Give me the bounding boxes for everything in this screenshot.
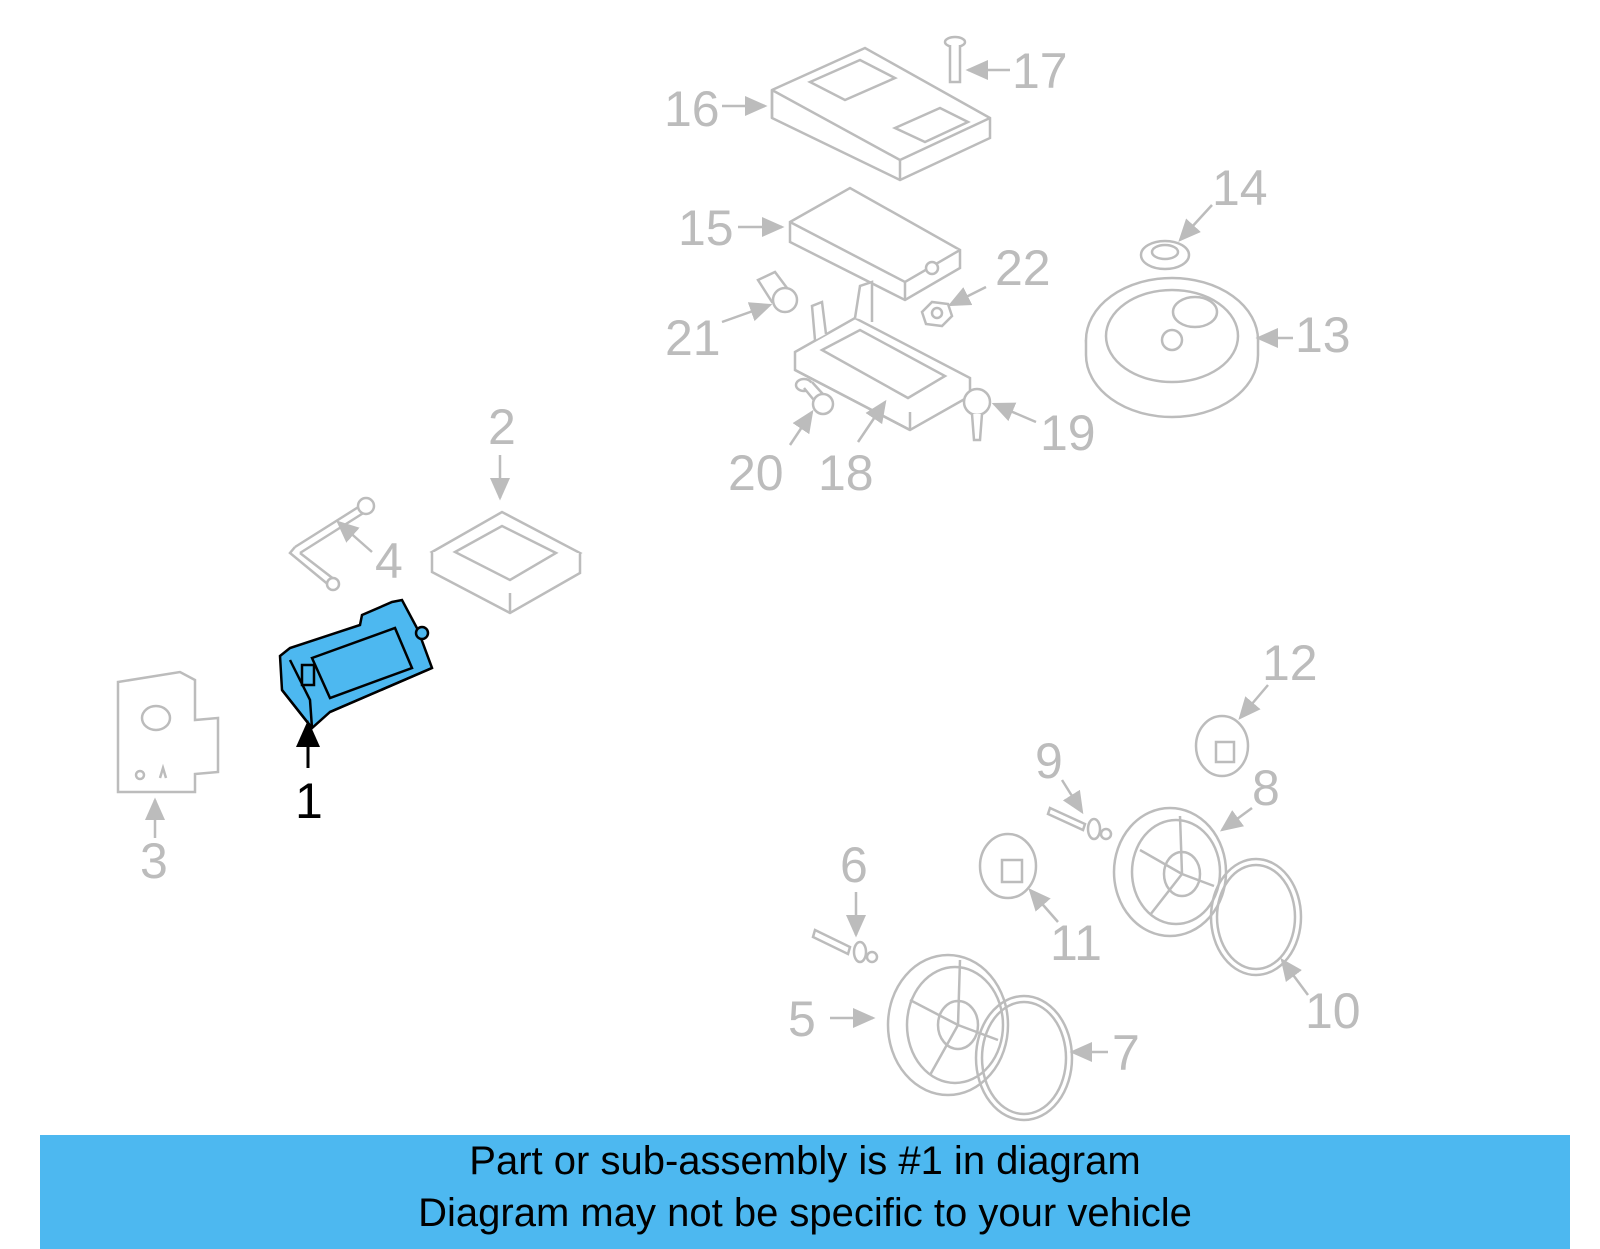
part-label-20[interactable]: 20 <box>728 445 784 501</box>
part-3-plate <box>116 670 220 794</box>
part-18-bracket <box>793 280 972 432</box>
part-label-12[interactable]: 12 <box>1262 635 1318 691</box>
part-label-5[interactable]: 5 <box>788 991 816 1047</box>
part-label-17[interactable]: 17 <box>1012 43 1068 99</box>
part-label-21[interactable]: 21 <box>665 310 721 366</box>
part-19-screw <box>962 387 992 442</box>
banner-line-disclaimer: Diagram may not be specific to your vehi… <box>418 1191 1192 1235</box>
part-label-16[interactable]: 16 <box>664 81 720 137</box>
part-label-18[interactable]: 18 <box>818 445 874 501</box>
leader-lines <box>145 60 1310 1062</box>
part-label-2[interactable]: 2 <box>488 399 516 455</box>
part-label-8[interactable]: 8 <box>1252 760 1280 816</box>
part-20-bolt <box>794 377 835 416</box>
part-16-cover <box>770 46 992 182</box>
part-15-module <box>788 186 962 302</box>
banner-line-part: Part or sub-assembly is #1 in diagram <box>469 1139 1141 1183</box>
part-6-rivet <box>811 928 879 964</box>
part-label-1[interactable]: 1 <box>295 773 323 829</box>
part-11-tweeter <box>978 832 1038 900</box>
part-17-pin <box>943 35 967 84</box>
part-13-housing <box>1084 276 1260 419</box>
info-banner: Part or sub-assembly is #1 in diagram Di… <box>40 1135 1570 1249</box>
part-label-19[interactable]: 19 <box>1040 405 1096 461</box>
part-label-22[interactable]: 22 <box>995 240 1051 296</box>
part-label-11[interactable]: 11 <box>1050 915 1102 971</box>
part-4-cable <box>288 496 376 592</box>
part-label-14[interactable]: 14 <box>1212 160 1268 216</box>
part-label-3[interactable]: 3 <box>140 833 168 889</box>
part-label-10[interactable]: 10 <box>1305 983 1361 1039</box>
part-label-6[interactable]: 6 <box>840 837 868 893</box>
part-label-15[interactable]: 15 <box>678 200 734 256</box>
part-9-rivet <box>1046 806 1113 841</box>
part-21-clip <box>756 270 799 314</box>
part-5-speaker <box>886 953 1010 1097</box>
part-1-highlighted-module[interactable] <box>278 598 434 730</box>
part-label-7[interactable]: 7 <box>1112 1025 1140 1081</box>
part-label-13[interactable]: 13 <box>1295 307 1351 363</box>
part-10-gasket <box>1209 857 1303 977</box>
part-14-ring <box>1139 239 1191 271</box>
part-label-4[interactable]: 4 <box>375 533 403 589</box>
part-2-control-unit <box>429 510 583 615</box>
part-12-tweeter <box>1194 714 1250 778</box>
part-label-9[interactable]: 9 <box>1035 733 1063 789</box>
part-8-speaker <box>1112 806 1228 938</box>
part-22-nut <box>920 300 954 328</box>
